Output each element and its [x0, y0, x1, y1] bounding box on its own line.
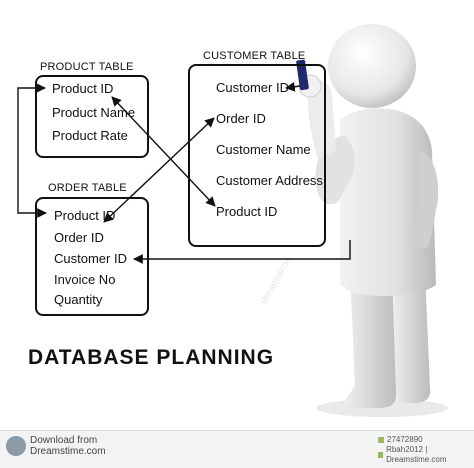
figure-torso — [340, 108, 436, 296]
page-heading: DATABASE PLANNING — [28, 346, 275, 369]
customer-table-title: CUSTOMER TABLE — [203, 50, 306, 62]
id-square-icon — [378, 437, 384, 443]
link-customer-id-out — [285, 81, 301, 92]
product-table-field: Product ID — [52, 81, 114, 96]
figure-leg-front — [344, 272, 397, 408]
order-table-title: ORDER TABLE — [48, 182, 127, 194]
figure-head — [328, 24, 416, 108]
order-table-field: Quantity — [54, 292, 103, 307]
footer-site-link[interactable]: Dreamstime.com — [30, 446, 106, 457]
link-product-order — [17, 83, 47, 218]
figure-leg-back — [392, 272, 431, 403]
figure-forearm — [307, 80, 336, 160]
footer-credit-row: Rbah2012 | Dreamstime.com — [378, 445, 474, 465]
footer-id-row: 27472890 — [378, 435, 474, 445]
order-table-field: Order ID — [54, 230, 104, 245]
customer-table-field: Customer Name — [216, 142, 311, 157]
customer-table-field: Customer ID — [216, 80, 289, 95]
order-table-field: Product ID — [54, 208, 116, 223]
footer-download-label: Download from — [30, 435, 98, 446]
link-order-customer-order — [103, 117, 215, 223]
customer-table-box — [188, 64, 326, 247]
marker-icon — [296, 59, 309, 91]
order-table-field: Invoice No — [54, 272, 116, 287]
footer-download: Download from Dreamstime.com — [30, 435, 106, 457]
footer-image-id: 27472890 — [387, 435, 423, 444]
customer-table-field: Order ID — [216, 111, 266, 126]
credit-square-icon — [378, 452, 384, 458]
product-table-field: Product Rate — [52, 128, 128, 143]
product-table-box — [35, 75, 149, 158]
footer-bar: Download from Dreamstime.com 27472890 Rb… — [0, 430, 474, 468]
customer-table-field: Product ID — [216, 204, 278, 219]
order-table-box — [35, 197, 149, 316]
footer-meta: 27472890 Rbah2012 | Dreamstime.com — [378, 435, 474, 465]
order-table-field: Customer ID — [54, 251, 127, 266]
product-table-field: Product Name — [52, 105, 136, 120]
figure-arm-back — [413, 150, 439, 250]
link-order-customer-id — [133, 240, 351, 264]
product-table-title: PRODUCT TABLE — [40, 61, 134, 73]
footer-credit: Rbah2012 | Dreamstime.com — [386, 445, 447, 464]
customer-table-field: Customer Address — [216, 173, 323, 188]
dreamstime-logo-icon — [6, 436, 26, 456]
